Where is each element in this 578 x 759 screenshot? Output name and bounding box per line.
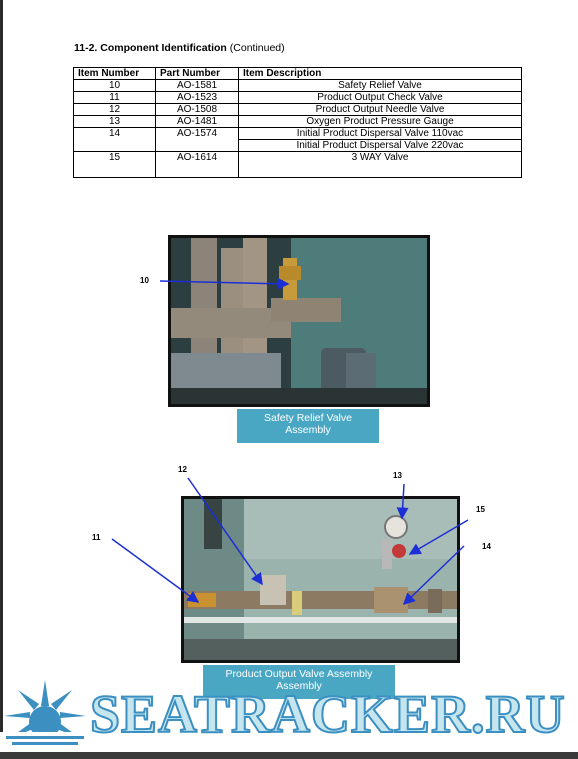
heading-bold: 11-2. Component Identification: [74, 42, 227, 54]
table-row: 13 AO-1481 Oxygen Product Pressure Gauge: [73, 115, 522, 128]
figure2-caption: Product Output Valve Assembly Assembly: [203, 665, 395, 699]
callout-11: 11: [92, 533, 101, 542]
callout-12: 12: [178, 465, 187, 474]
cell-item: 14: [73, 127, 156, 152]
table-row: 15 AO-1614 3 WAY Valve: [73, 151, 522, 178]
arrow-11: [111, 538, 200, 603]
arrow-12: [187, 477, 263, 586]
figure1-caption-line1: Safety Relief Valve: [264, 412, 352, 424]
arrow-10: [159, 277, 290, 290]
figure1-caption: Safety Relief Valve Assembly: [237, 409, 379, 443]
callout-15: 15: [476, 505, 485, 514]
figure1-caption-line2: Assembly: [285, 424, 331, 436]
figure2-caption-line1: Product Output Valve Assembly: [225, 668, 373, 680]
callout-14: 14: [482, 542, 491, 551]
cell-desc: 3 WAY Valve: [238, 151, 522, 178]
section-heading: 11-2. Component Identification (Continue…: [74, 42, 285, 54]
figure2-caption-line2: Assembly: [276, 680, 322, 692]
sun-logo-icon: [0, 680, 90, 756]
page-bottom-bar: [0, 752, 578, 759]
photo-1-illustration: [171, 238, 427, 404]
arrow-15: [408, 519, 469, 555]
heading-rest: (Continued): [226, 42, 285, 54]
table-row: 14 AO-1574 Initial Product Dispersal Val…: [73, 127, 522, 152]
callout-13: 13: [393, 471, 402, 480]
cell-part: AO-1614: [155, 151, 239, 178]
arrow-13: [396, 483, 409, 520]
safety-relief-valve-photo: [168, 235, 430, 407]
watermark-text: SEATRACKER.RU: [89, 684, 566, 744]
arrow-14: [402, 545, 465, 606]
callout-10: 10: [140, 276, 149, 285]
component-table: Item Number Part Number Item Description…: [73, 67, 522, 178]
page-left-edge: [0, 0, 3, 759]
